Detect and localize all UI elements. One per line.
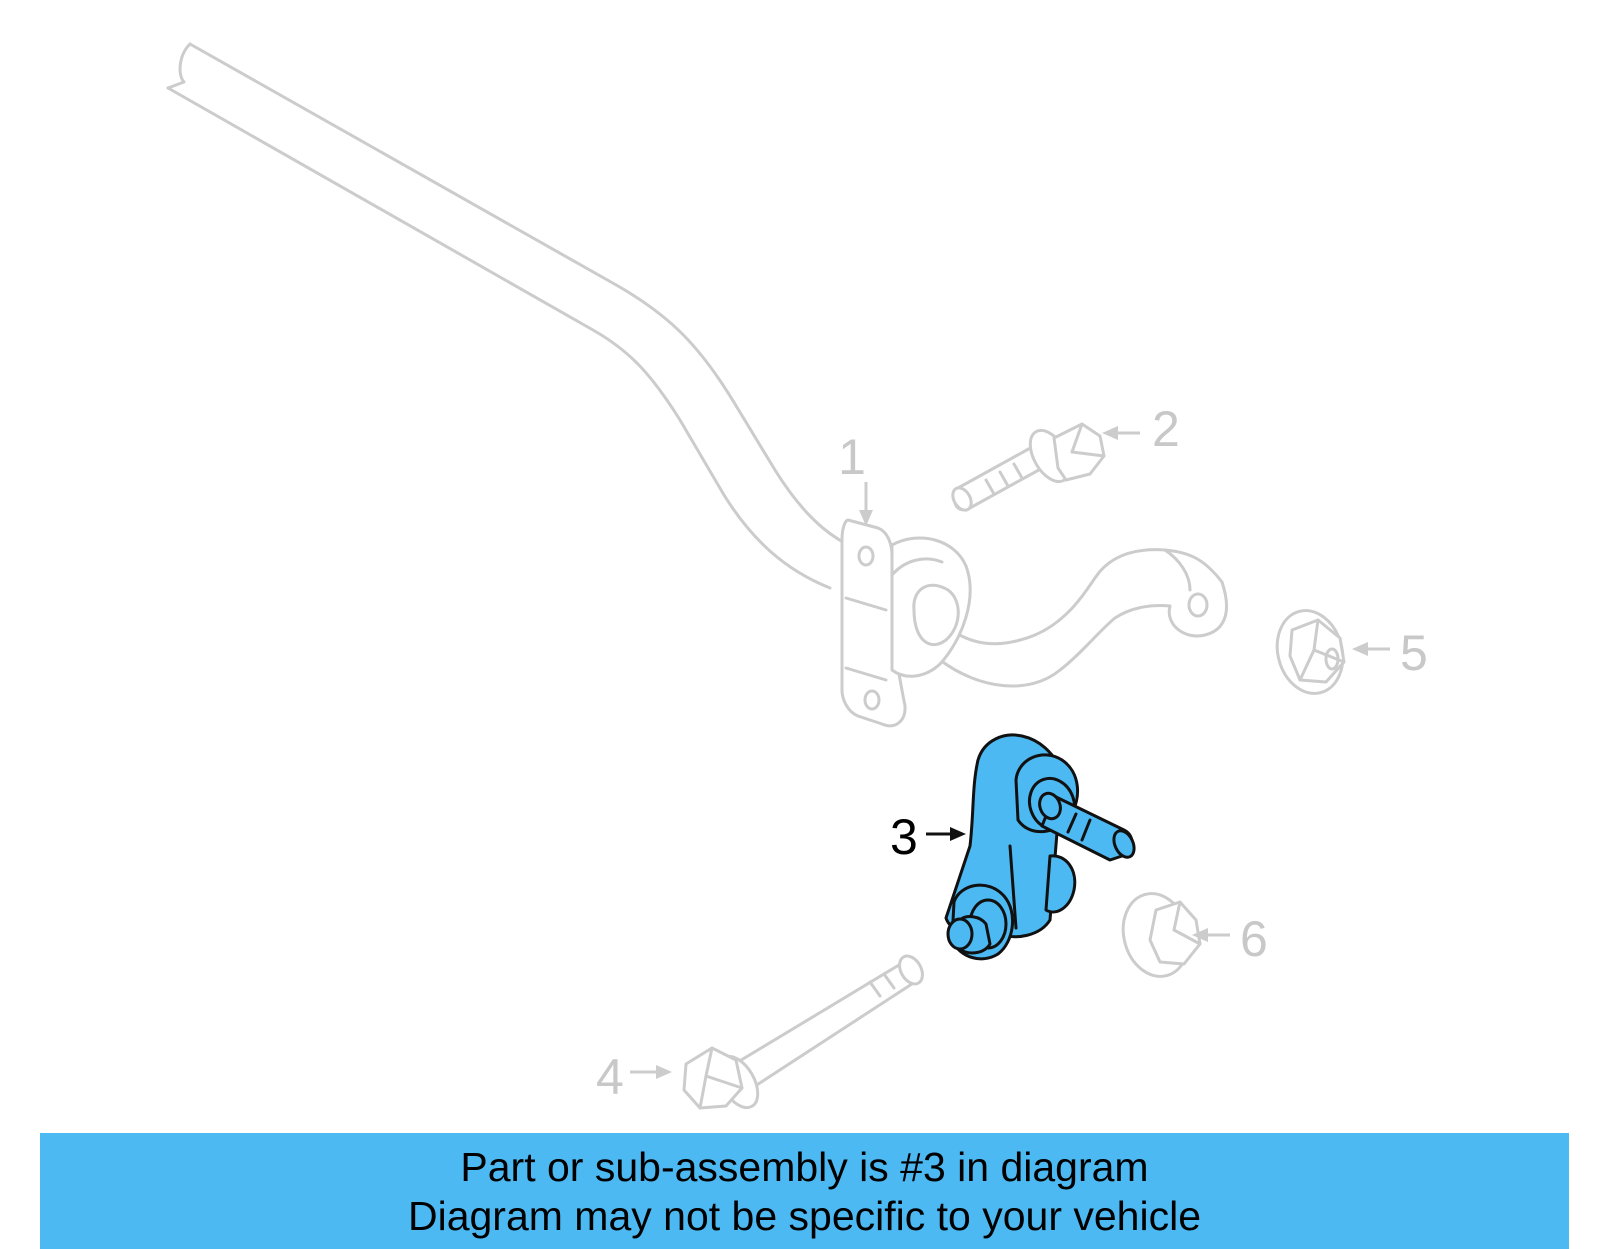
svg-text:5: 5: [1400, 625, 1428, 681]
notice-line-2: Diagram may not be specific to your vehi…: [407, 1193, 1201, 1239]
svg-text:3: 3: [890, 809, 918, 865]
callout-5: 5: [1352, 625, 1428, 681]
bolt-part-2: [951, 422, 1106, 512]
callout-4: 4: [596, 1049, 672, 1105]
nut-part-5: [1275, 609, 1346, 695]
svg-text:1: 1: [838, 429, 866, 485]
callout-1: 1: [838, 429, 873, 526]
stabilizer-bar: [166, 42, 1228, 688]
bushing-bracket: [840, 518, 972, 728]
nut-part-6: [1121, 892, 1202, 978]
notice-line-1: Part or sub-assembly is #3 in diagram: [460, 1144, 1149, 1190]
svg-text:6: 6: [1240, 911, 1268, 967]
callout-3: 3: [890, 809, 966, 865]
bolt-part-4: [682, 954, 924, 1110]
svg-text:4: 4: [596, 1049, 624, 1105]
callout-2: 2: [1102, 401, 1180, 457]
stabilizer-link-part-3[interactable]: [944, 733, 1138, 961]
notice-banner: Part or sub-assembly is #3 in diagram Di…: [40, 1133, 1569, 1249]
svg-text:2: 2: [1152, 401, 1180, 457]
callout-6: 6: [1192, 911, 1268, 967]
